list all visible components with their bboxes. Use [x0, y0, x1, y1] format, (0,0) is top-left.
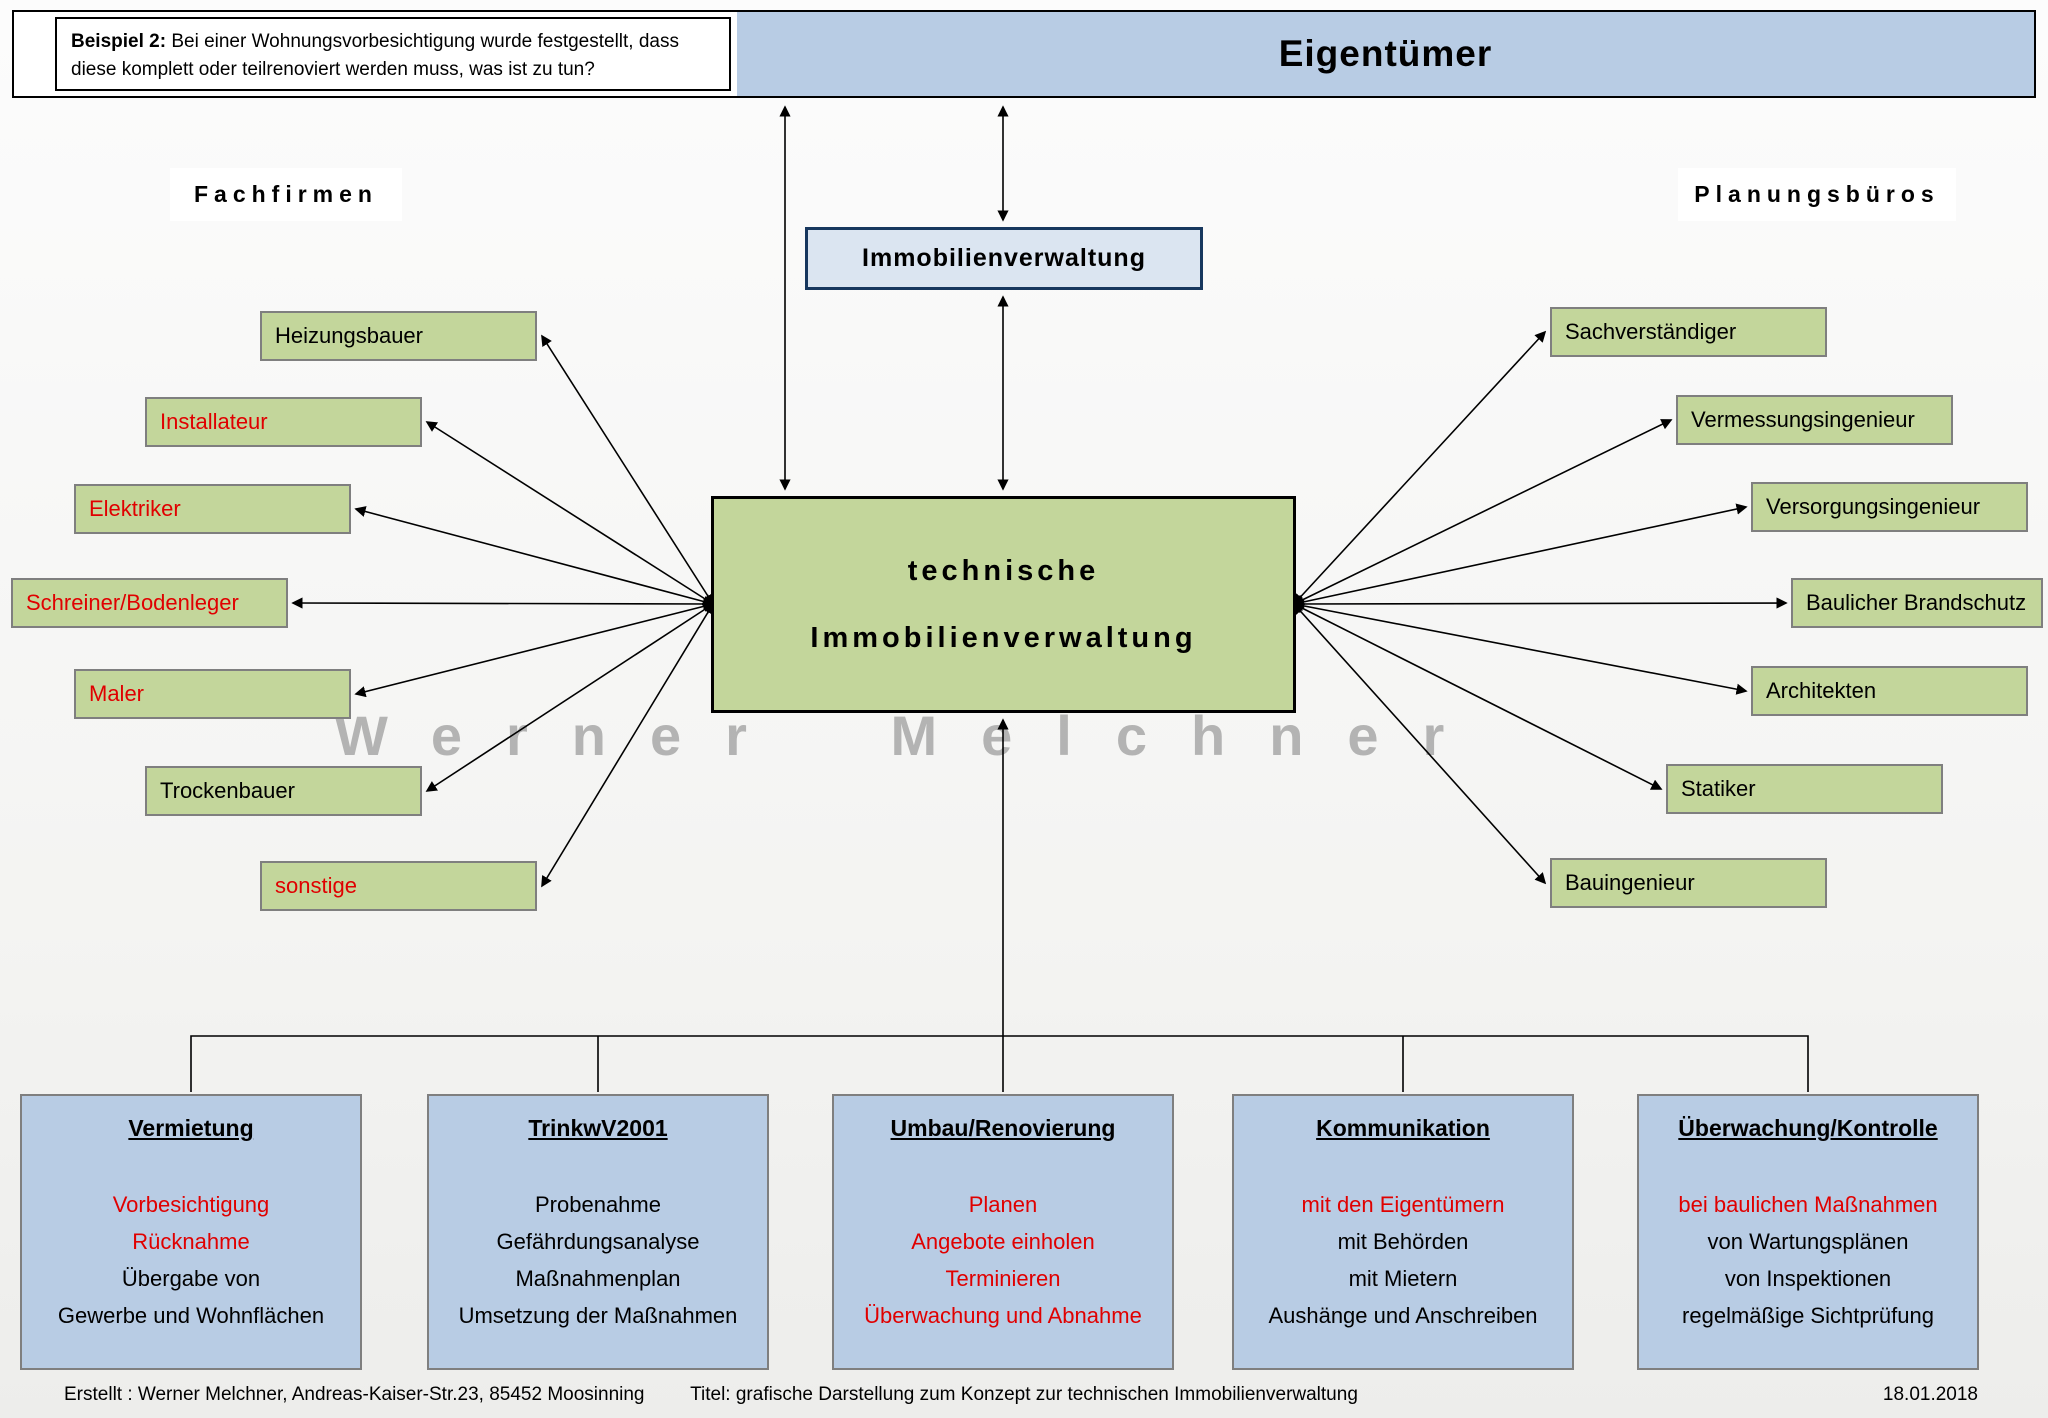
example-note-text: Bei einer Wohnungsvorbesichtigung wurde … — [71, 31, 679, 80]
right-box-baulicher-brandschutz: Baulicher Brandschutz — [1791, 578, 2043, 628]
bottom-box-title: Kommunikation — [1316, 1115, 1490, 1141]
bottom-box-line: Vorbesichtigung — [112, 1192, 270, 1217]
left-box-sonstige: sonstige — [260, 861, 537, 911]
bottom-box-line: Probenahme — [535, 1192, 661, 1217]
central-box: technische Immobilienverwaltung — [711, 496, 1296, 713]
bottom-box-line: bei baulichen Maßnahmen — [1678, 1192, 1938, 1217]
owner-title: Eigentümer — [1278, 33, 1493, 74]
bottom-box-trinkwv2001: TrinkwV2001 Probenahme Gefährdungsanalys… — [427, 1094, 769, 1370]
right-box-architekten: Architekten — [1751, 666, 2028, 716]
bottom-box-title: TrinkwV2001 — [528, 1115, 668, 1141]
management-box: Immobilienverwaltung — [805, 227, 1203, 290]
left-box-elektriker: Elektriker — [74, 484, 351, 534]
bottom-box-line: Angebote einholen — [911, 1229, 1095, 1254]
bottom-box-line: mit den Eigentümern — [1301, 1192, 1505, 1217]
bottom-box-line: Überwachung und Abnahme — [864, 1303, 1142, 1328]
left-box-trockenbauer: Trockenbauer — [145, 766, 422, 816]
bottom-box-line: Gewerbe und Wohnflächen — [57, 1303, 325, 1328]
right-box-versorgungsingenieur: Versorgungsingenieur — [1751, 482, 2028, 532]
footer-date: 18.01.2018 — [1882, 1384, 1978, 1405]
bottom-box-title: Überwachung/Kontrolle — [1678, 1115, 1938, 1141]
right-box-sachverstaendiger: Sachverständiger — [1550, 307, 1827, 357]
example-note: Beispiel 2: Bei einer Wohnungsvorbesicht… — [55, 17, 731, 91]
left-box-schreiner-bodenleger: Schreiner/Bodenleger — [11, 578, 288, 628]
top-vertical-arrows — [779, 105, 1009, 491]
central-box-line1: technische — [907, 554, 1100, 587]
footer-title: Titel: grafische Darstellung zum Konzept… — [690, 1384, 1358, 1405]
bottom-box-line: Aushänge und Anschreiben — [1268, 1303, 1538, 1328]
bottom-box-line: Planen — [968, 1192, 1038, 1217]
right-box-statiker: Statiker — [1666, 764, 1943, 814]
bottom-box-vermietung: Vermietung Vorbesichtigung Rücknahme Übe… — [20, 1094, 362, 1370]
example-note-label: Beispiel 2: — [71, 31, 167, 52]
bottom-box-ueberwachung-kontrolle: Überwachung/Kontrolle bei baulichen Maßn… — [1637, 1094, 1979, 1370]
right-box-vermessungsingenieur: Vermessungsingenieur — [1676, 395, 1953, 445]
bottom-box-line: von Inspektionen — [1724, 1266, 1892, 1291]
section-label-planungsbueros: Planungsbüros — [1678, 168, 1956, 221]
bottom-box-title: Umbau/Renovierung — [890, 1115, 1116, 1141]
bottom-box-line: Gefährdungsanalyse — [496, 1229, 700, 1254]
left-box-heizungsbauer: Heizungsbauer — [260, 311, 537, 361]
bottom-box-line: mit Behörden — [1337, 1229, 1469, 1254]
left-box-installateur: Installateur — [145, 397, 422, 447]
bottom-box-line: Übergabe von — [121, 1266, 261, 1291]
bottom-box-line: mit Mietern — [1348, 1266, 1458, 1291]
bottom-box-umbau-renovierung: Umbau/Renovierung Planen Angebote einhol… — [832, 1094, 1174, 1370]
right-box-bauingenieur: Bauingenieur — [1550, 858, 1827, 908]
footer-author: Erstellt : Werner Melchner, Andreas-Kais… — [64, 1384, 645, 1405]
bottom-box-line: Terminieren — [945, 1266, 1061, 1291]
bottom-box-line: Maßnahmenplan — [515, 1266, 681, 1291]
section-label-fachfirmen: Fachfirmen — [170, 168, 402, 221]
bottom-box-kommunikation: Kommunikation mit den Eigentümern mit Be… — [1232, 1094, 1574, 1370]
left-box-maler: Maler — [74, 669, 351, 719]
bottom-box-line: regelmäßige Sichtprüfung — [1682, 1303, 1934, 1328]
owner-header: Eigentümer — [737, 12, 2034, 96]
central-box-line2: Immobilienverwaltung — [810, 621, 1197, 654]
bottom-box-line: Umsetzung der Maßnahmen — [458, 1303, 738, 1328]
bottom-box-line: Rücknahme — [132, 1229, 250, 1254]
bottom-box-title: Vermietung — [128, 1115, 254, 1141]
bottom-box-line: von Wartungsplänen — [1707, 1229, 1909, 1254]
